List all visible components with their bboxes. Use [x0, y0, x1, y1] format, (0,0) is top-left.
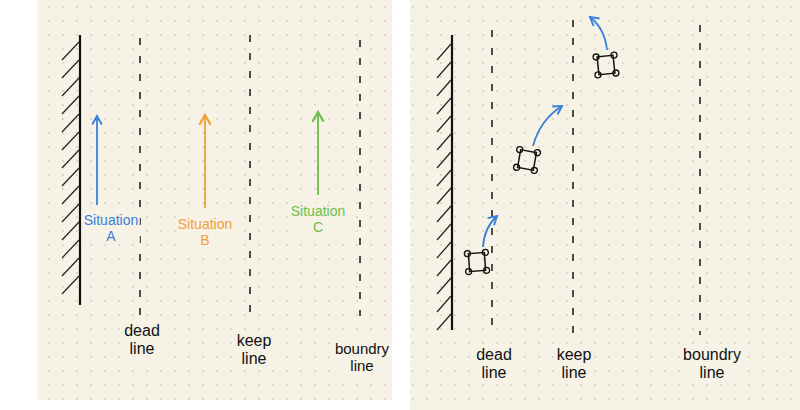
robot — [464, 249, 490, 275]
dot-grid — [37, 0, 392, 400]
wall-hatching — [62, 42, 79, 294]
robot-wheel — [613, 70, 620, 77]
boundary-line — [699, 25, 701, 335]
line-label: dead line — [122, 322, 162, 359]
wall-line — [79, 35, 81, 305]
motion-arrow — [533, 106, 562, 146]
robot-wheel — [513, 164, 520, 171]
situation-label: Situation B — [176, 216, 234, 248]
keep-line — [249, 35, 251, 316]
situation-arrow — [204, 115, 206, 208]
robot — [513, 146, 541, 174]
robot-wheel — [516, 146, 523, 153]
line-label: boundry line — [333, 340, 391, 375]
dead-line — [491, 30, 493, 335]
situation-arrow — [317, 112, 319, 195]
robot-wheel — [531, 167, 538, 174]
robot-wheel — [482, 249, 488, 255]
left-panel — [37, 0, 392, 400]
robot-wheel — [465, 268, 471, 274]
wall-hatching — [437, 44, 451, 330]
keep-line — [572, 20, 574, 335]
line-label: dead line — [474, 346, 514, 383]
wall-line — [451, 35, 453, 330]
line-label: keep line — [235, 332, 274, 369]
dot-grid — [410, 0, 800, 410]
robot — [593, 52, 619, 78]
boundary-line — [359, 40, 361, 316]
robot-wheel — [534, 149, 541, 156]
robot-wheel — [611, 52, 618, 59]
robot-wheel — [593, 54, 600, 61]
situation-arrow — [96, 116, 98, 205]
dead-line — [139, 38, 141, 316]
robot-wheel — [464, 250, 470, 256]
line-label: boundry line — [681, 346, 743, 383]
robot-body — [468, 252, 485, 271]
robot-wheel — [595, 72, 602, 79]
situation-label: Situation C — [289, 203, 347, 235]
robot-wheel — [483, 267, 489, 273]
line-label: keep line — [555, 346, 594, 383]
motion-arrow — [483, 216, 497, 247]
motion-arrow — [590, 17, 607, 50]
right-panel — [410, 0, 800, 410]
situation-label: Situation A — [82, 212, 140, 244]
